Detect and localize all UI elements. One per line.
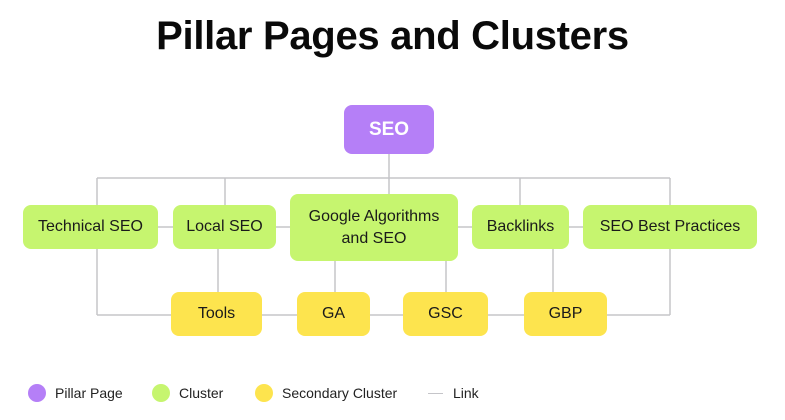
legend-label: Pillar Page — [55, 385, 123, 401]
secondary-node-gsc[interactable]: GSC — [403, 292, 488, 336]
legend-label: Secondary Cluster — [282, 385, 398, 401]
cluster-swatch-icon — [152, 384, 170, 402]
node-label: Technical SEO — [38, 218, 143, 235]
diagram-title: Pillar Pages and Clusters — [156, 14, 629, 58]
legend-label: Link — [453, 385, 479, 401]
legend-label: Cluster — [179, 385, 224, 401]
pillar-swatch-icon — [28, 384, 46, 402]
cluster-node-google-algorithms[interactable]: Google Algorithms and SEO — [290, 194, 458, 261]
node-label: Backlinks — [486, 218, 555, 235]
node-label: SEO Best Practices — [599, 218, 741, 235]
secondary-node-tools[interactable]: Tools — [171, 292, 262, 336]
node-label: Tools — [197, 305, 236, 322]
node-label: Local SEO — [186, 218, 263, 235]
secondary-node-ga[interactable]: GA — [297, 292, 370, 336]
cluster-node-seo-best-practices[interactable]: SEO Best Practices — [583, 205, 757, 249]
legend-item-cluster: Cluster — [152, 384, 223, 402]
link-line-icon — [428, 392, 443, 394]
cluster-node-backlinks[interactable]: Backlinks — [472, 205, 569, 249]
cluster-node-technical-seo[interactable]: Technical SEO — [23, 205, 158, 249]
secondary-swatch-icon — [255, 384, 273, 402]
legend-item-secondary: Secondary Cluster — [255, 384, 397, 402]
node-label: Google Algorithms and SEO — [308, 207, 440, 247]
legend-item-link: Link — [428, 384, 479, 402]
node-label: GSC — [428, 305, 463, 322]
pillar-node-seo[interactable]: SEO — [344, 105, 434, 154]
node-label: GA — [321, 305, 346, 322]
node-label: SEO — [368, 118, 410, 140]
cluster-node-local-seo[interactable]: Local SEO — [173, 205, 276, 249]
legend-item-pillar: Pillar Page — [28, 384, 123, 402]
node-label: GBP — [548, 305, 583, 322]
secondary-node-gbp[interactable]: GBP — [524, 292, 607, 336]
